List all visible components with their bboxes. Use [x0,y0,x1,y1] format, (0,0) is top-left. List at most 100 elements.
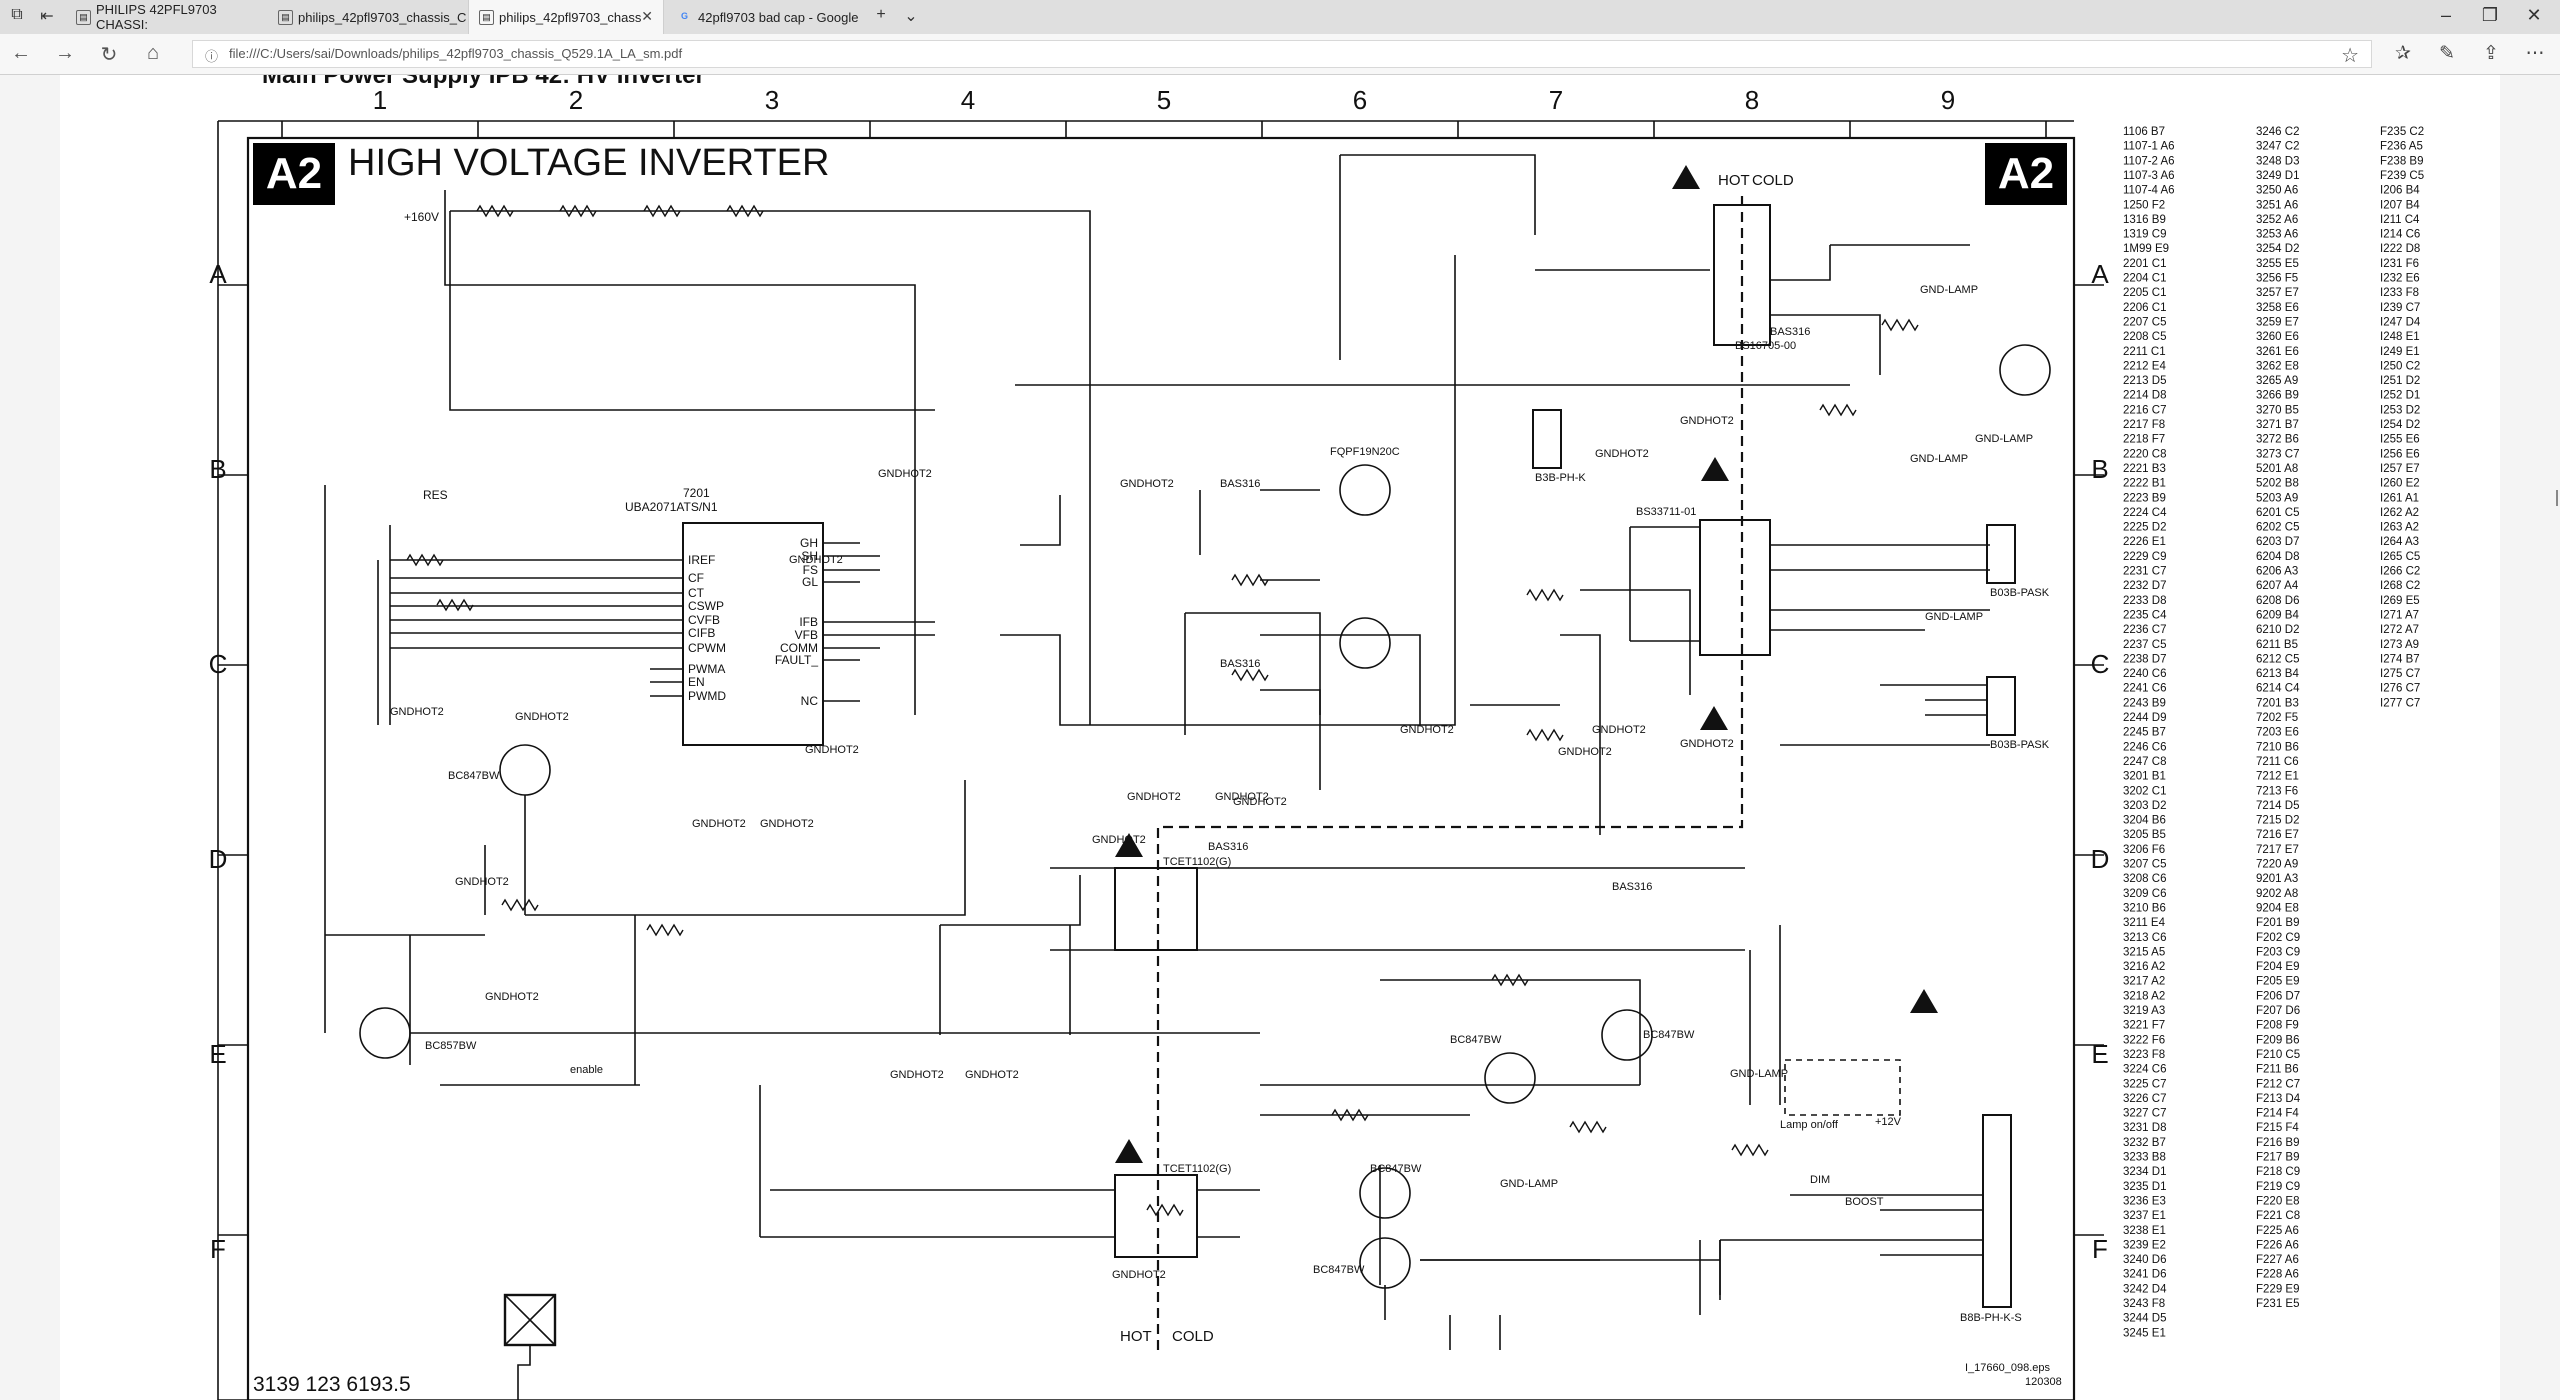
index-entry: 6206 A3 [2256,566,2298,578]
new-tab-icon[interactable]: + [876,6,886,23]
tab-2[interactable]: ▤ philips_42pfl9703_chass ✕ [468,0,664,34]
index-entry: F206 D7 [2256,990,2300,1002]
index-entry: F228 A6 [2256,1269,2299,1281]
index-entry: I272 A7 [2380,624,2419,636]
home-icon[interactable]: ⌂ [146,42,160,64]
index-entry: I262 A2 [2380,507,2419,519]
index-entry: 2213 D5 [2123,375,2166,387]
index-entry: I249 E1 [2380,346,2420,358]
resistor-symbol [1526,588,1564,602]
grid-col-label: 4 [961,85,975,115]
index-entry: I268 C2 [2380,580,2420,592]
block-tag-right-text: A2 [1998,149,2054,198]
gnd-lamp-label: GND-LAMP [1730,1068,1788,1080]
t5202-part: BS33711-01 [1636,506,1696,518]
index-entry: 2223 B9 [2123,492,2166,504]
refresh-icon[interactable]: ↻ [100,44,118,66]
gnd-hot-label: GNDHOT2 [760,818,814,830]
index-entry: I253 D2 [2380,404,2420,416]
conn1106-part: B3B-PH-K [1535,472,1586,484]
diode-part-label: BAS316 [1208,841,1248,853]
index-entry: 3255 E5 [2256,258,2299,270]
index-entry: 3203 D2 [2123,800,2166,812]
tab-0-label: PHILIPS 42PFL9703 CHASSI: [96,2,217,32]
index-entry: 3248 D3 [2256,155,2299,167]
index-entry: 1107-4 A6 [2123,185,2175,197]
index-entry: I248 E1 [2380,331,2420,343]
pdf-page [60,75,2500,1400]
index-entry: 7211 C6 [2256,756,2299,768]
gnd-lamp-label: GND-LAMP [1975,433,2033,445]
back-icon[interactable]: ← [11,42,31,64]
gnd-hot-label: GNDHOT2 [878,468,932,480]
index-entry: I261 A1 [2380,492,2419,504]
index-entry: 9202 A8 [2256,888,2298,900]
index-entry: 2246 C6 [2123,741,2166,753]
ic-pin-label: CPWM [688,641,726,655]
index-entry: 3270 B5 [2256,404,2299,416]
boost-label: BOOST [1845,1196,1884,1208]
transistor-part-label: BC847BW [1313,1264,1365,1276]
share-icon[interactable]: ⇪ [2483,43,2499,64]
ic-pin-label: GH [800,536,818,550]
index-entry: I239 C7 [2380,302,2420,314]
index-entry: 3243 F8 [2123,1298,2165,1310]
index-entry: 5202 B8 [2256,478,2299,490]
index-entry: I274 B7 [2380,653,2420,665]
more-icon[interactable]: ⋯ [2525,43,2545,64]
index-entry: 6207 A4 [2256,580,2299,592]
forward-icon[interactable]: → [55,42,75,64]
scrollbar-thumb[interactable] [2556,490,2558,506]
minimize-icon[interactable]: – [2440,5,2451,25]
url-text[interactable]: file:///C:/Users/sai/Downloads/philips_4… [229,46,683,61]
index-entry: 3257 E7 [2256,287,2299,299]
grid-col-label: 9 [1941,85,1955,115]
address-bar[interactable]: ⓘ file:///C:/Users/sai/Downloads/philips… [192,40,2372,68]
warning-icon [1700,706,1728,730]
index-entry: 2208 C5 [2123,331,2166,343]
index-entry: 2221 B3 [2123,463,2166,475]
index-entry: 2229 C9 [2123,551,2166,563]
hot-label-top: HOT [1718,172,1750,189]
index-entry: I255 E6 [2380,434,2420,446]
gnd-hot-label: GNDHOT2 [1680,738,1734,750]
index-entry: I206 B4 [2380,185,2420,197]
tab-actions-icon[interactable]: ⧉ [11,6,23,23]
tab-3[interactable]: G 42pfl9703 bad cap - Google [668,0,864,34]
window-close-icon[interactable]: ✕ [2526,5,2542,25]
index-entry: 3232 B7 [2123,1137,2166,1149]
index-entry: 6208 D6 [2256,595,2299,607]
index-entry: 3235 D1 [2123,1181,2166,1193]
tab-0[interactable]: ▤ PHILIPS 42PFL9703 CHASSI: [66,0,262,34]
close-tab-icon[interactable]: ✕ [641,8,653,24]
gnd-hot-label: GNDHOT2 [1592,724,1646,736]
favorites-icon[interactable]: ✰ [2395,43,2411,64]
restore-icon[interactable]: ❐ [2481,5,2499,25]
tab-1[interactable]: ▤ philips_42pfl9703_chassis_C [268,0,466,34]
index-entry: 2224 C4 [2123,507,2167,519]
ic-ref: 7201 [683,486,710,500]
index-entry: 9204 E8 [2256,902,2299,914]
gnd-hot-label: GNDHOT2 [1680,415,1734,427]
index-entry: 3242 D4 [2123,1283,2167,1295]
index-entry: 3250 A6 [2256,185,2298,197]
index-entry: 6209 B4 [2256,609,2299,621]
grid-row-label: E [209,1039,226,1069]
index-entry: 3258 E6 [2256,302,2299,314]
favorite-star-icon[interactable]: ☆ [2341,45,2359,67]
index-entry: 3219 A3 [2123,1005,2165,1017]
gnd-hot-label: GNDHOT2 [1595,448,1649,460]
index-entry: 6214 C4 [2256,683,2300,695]
set-aside-tabs-icon[interactable]: ⇤ [40,8,54,25]
page-info-icon[interactable]: ⓘ [205,49,219,64]
tab-preview-chevron-icon[interactable]: ⌄ [904,8,918,25]
diode-part-label: BAS316 [1612,881,1652,893]
index-entry: F226 A6 [2256,1239,2299,1251]
web-note-icon[interactable]: ✎ [2439,43,2455,64]
index-entry: 3233 B8 [2123,1152,2166,1164]
ic-pin-label: CIFB [688,626,715,640]
ic-pin-label: CT [688,586,705,600]
transistor-part-label: BC847BW [1370,1163,1422,1175]
index-entry: F207 D6 [2256,1005,2300,1017]
grid-row-label: D [2091,844,2110,874]
